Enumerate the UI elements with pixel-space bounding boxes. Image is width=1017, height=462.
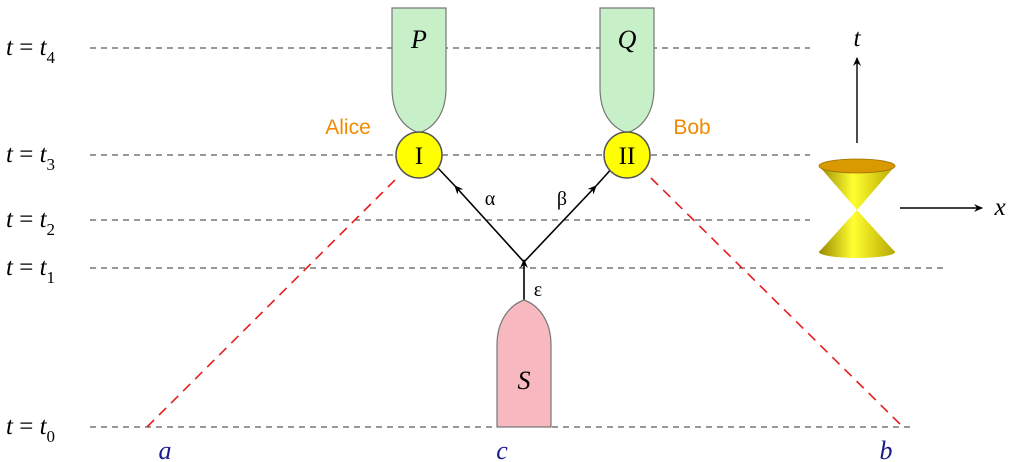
- particle-alpha-label: α: [485, 188, 496, 210]
- time-label-t1: t = t1: [6, 254, 55, 287]
- point-b-label: b: [880, 436, 893, 462]
- point-a-label: a: [159, 436, 172, 462]
- particle-alpha-path: [454, 185, 525, 263]
- particle-alpha-path-end: [435, 165, 456, 187]
- bob-label: Bob: [673, 116, 710, 139]
- point-c-label: c: [496, 436, 508, 462]
- time-label-t4: t = t4: [6, 34, 56, 67]
- particle-epsilon-label: ε: [534, 279, 542, 301]
- alice-label: Alice: [325, 116, 371, 139]
- x-axis-label: x: [993, 194, 1005, 221]
- time-label-t2: t = t2: [6, 206, 55, 239]
- particle-beta-label: β: [557, 188, 567, 210]
- detector-ii-label: II: [619, 143, 636, 170]
- particle-beta-path: [523, 185, 597, 263]
- light-cone-icon: [818, 158, 896, 258]
- outcome-q-label: Q: [618, 25, 637, 54]
- lightcone-left: [146, 177, 398, 428]
- source-s-shape: [496, 299, 552, 428]
- t-axis-label: t: [854, 25, 862, 52]
- detector-i-label: I: [415, 143, 423, 170]
- time-label-t3: t = t3: [6, 141, 55, 174]
- time-label-t0: t = t0: [6, 413, 55, 446]
- detector-ii: [603, 131, 651, 179]
- outcome-p-label: P: [410, 25, 427, 54]
- lightcone-right: [650, 177, 904, 428]
- detector-i: [395, 131, 443, 179]
- source-s-label: S: [518, 366, 531, 395]
